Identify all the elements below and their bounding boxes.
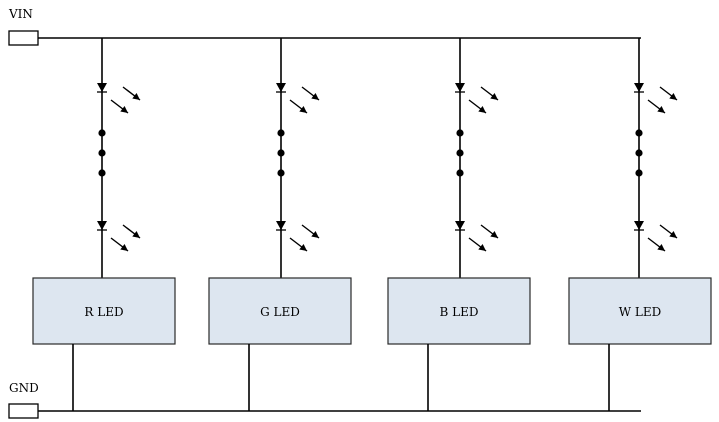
led-driver-label: R LED [84,305,123,319]
ellipsis-dot-3 [635,169,643,177]
ellipsis-dot-1 [98,129,106,137]
ellipsis-dot-2 [98,149,106,157]
led-driver-box [32,277,176,345]
led-diode-bottom [455,221,465,230]
ellipsis-dot-3 [98,169,106,177]
led-diode-top-light-arrow-1-head [311,92,319,100]
led-diode-bottom-light-arrow-1-head [490,230,498,238]
led-channels: R LED G LED B LED W LED [32,38,712,411]
led-driver-box [387,277,531,345]
led-diode-top-light-arrow-2-head [478,105,486,113]
led-diode-top-light-arrow-1-head [669,92,677,100]
led-diode-bottom-light-arrow-2-head [657,243,665,251]
led-driver-label: G LED [260,305,300,319]
led-diode-top [634,83,644,92]
led-diode-top-light-arrow-2-head [657,105,665,113]
led-diode-bottom-light-arrow-2-head [478,243,486,251]
gnd-terminal [8,403,39,419]
led-diode-bottom-light-arrow-1-head [132,230,140,238]
channel-3: B LED [387,38,531,411]
vin-label: VIN [8,7,33,21]
led-driver-label: W LED [619,305,662,319]
led-diode-bottom [97,221,107,230]
led-driver-box [568,277,712,345]
led-driver-label: B LED [440,305,479,319]
ellipsis-dot-2 [277,149,285,157]
led-diode-bottom-light-arrow-2-head [299,243,307,251]
ellipsis-dot-2 [456,149,464,157]
led-diode-bottom [634,221,644,230]
ellipsis-dot-2 [635,149,643,157]
led-diode-bottom-light-arrow-2-head [120,243,128,251]
ellipsis-dot-1 [635,129,643,137]
channel-4: W LED [568,38,712,411]
led-driver-box [208,277,352,345]
led-diode-top-light-arrow-2-head [120,105,128,113]
vin-terminal [8,30,39,46]
channel-2: G LED [208,38,352,411]
led-diode-top [455,83,465,92]
led-diode-top-light-arrow-1-head [132,92,140,100]
ellipsis-dot-3 [277,169,285,177]
led-diode-bottom [276,221,286,230]
ellipsis-dot-1 [277,129,285,137]
gnd-label: GND [9,381,39,395]
led-diode-top-light-arrow-1-head [490,92,498,100]
led-diode-top-light-arrow-2-head [299,105,307,113]
ellipsis-dot-1 [456,129,464,137]
led-diode-bottom-light-arrow-1-head [311,230,319,238]
ellipsis-dot-3 [456,169,464,177]
channel-1: R LED [32,38,176,411]
led-diode-bottom-light-arrow-1-head [669,230,677,238]
led-diode-top [276,83,286,92]
led-diode-top [97,83,107,92]
